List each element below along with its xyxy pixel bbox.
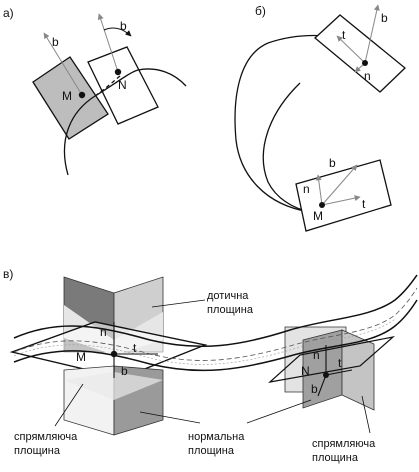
label-t-c-M: t	[133, 341, 137, 355]
vector-t-c-N	[325, 369, 353, 376]
label-n-c-N: n	[313, 348, 320, 362]
label-b-M-a: b	[52, 35, 59, 49]
label-t-top: t	[342, 28, 346, 42]
label-b-top: b	[381, 11, 388, 25]
ribbon-top-edge	[13, 274, 418, 348]
point-top-b	[362, 60, 368, 66]
label-M-c: M	[76, 350, 86, 364]
caption-rectifying-right-2: площина	[312, 452, 359, 464]
vector-b-at-N	[97, 13, 119, 73]
point-M-a	[78, 91, 86, 99]
label-b-bottom: b	[329, 156, 336, 170]
label-t-c-N: t	[338, 356, 342, 370]
label-b-N-a: b	[120, 19, 127, 33]
point-M-b	[319, 202, 325, 208]
label-n-top: n	[364, 69, 371, 83]
label-M-a: M	[62, 89, 72, 103]
curve-a-hidden	[94, 75, 121, 97]
vector-b-at-M	[43, 32, 83, 96]
leader-normal	[139, 411, 201, 424]
curve-dashed	[13, 287, 418, 361]
plane-top-b	[314, 14, 406, 93]
caption-osculating-1: дотична	[207, 290, 249, 302]
caption-rectifying-right-1: спрямляюча	[312, 438, 376, 450]
plane-at-N	[87, 46, 159, 125]
caption-rectifying-left-2: площина	[14, 445, 61, 457]
panel-c: в)	[3, 267, 418, 464]
rectifying-plane-right	[341, 329, 375, 411]
point-M-c	[110, 350, 118, 358]
vector-t-bottom	[321, 195, 361, 206]
caption-normal-1: нормальна	[188, 431, 245, 443]
label-N-a: N	[118, 78, 127, 92]
label-t-bottom: t	[362, 197, 366, 211]
normal-plane-left-bottom-light	[64, 372, 163, 400]
panel-b-label: б)	[255, 4, 266, 18]
curve-a	[63, 68, 187, 176]
panel-b: б) b t n b n t M	[234, 4, 406, 232]
caption-normal-2: площина	[188, 445, 235, 457]
curve-b-arc	[234, 42, 311, 213]
leader-rectifying-right	[361, 395, 371, 434]
leader-normal-right	[246, 399, 312, 424]
vector-t-top	[336, 35, 366, 64]
angle-arc	[103, 27, 132, 37]
point-N-c	[323, 372, 329, 378]
leader-rectifying-left	[54, 383, 84, 427]
label-b-c-N: b	[311, 382, 318, 396]
vector-b-c-N	[317, 374, 327, 397]
panel-a: а) M N b b	[3, 6, 187, 176]
panel-a-label: а)	[3, 6, 14, 20]
label-n-c-M: n	[100, 325, 107, 339]
caption-rectifying-left-1: спрямляюча	[14, 431, 78, 443]
plane-at-M	[32, 56, 109, 140]
plane-bottom-b	[295, 159, 392, 232]
curve-dashed-2	[13, 318, 396, 365]
caption-osculating-2: площина	[207, 304, 254, 316]
panel-c-label: в)	[3, 267, 13, 281]
vector-b-bottom	[321, 164, 358, 206]
point-N-a	[114, 68, 122, 76]
vector-n-bottom	[315, 174, 323, 206]
ribbon-bottom-edge	[13, 299, 418, 372]
label-b-c-M: b	[121, 364, 128, 378]
leader-osculating	[151, 299, 206, 308]
vector-b-top	[364, 4, 380, 64]
label-N-c: N	[301, 364, 310, 378]
label-M-b: M	[313, 209, 323, 223]
label-n-bottom: n	[303, 182, 310, 196]
osculating-plane-right-outline	[268, 335, 396, 383]
